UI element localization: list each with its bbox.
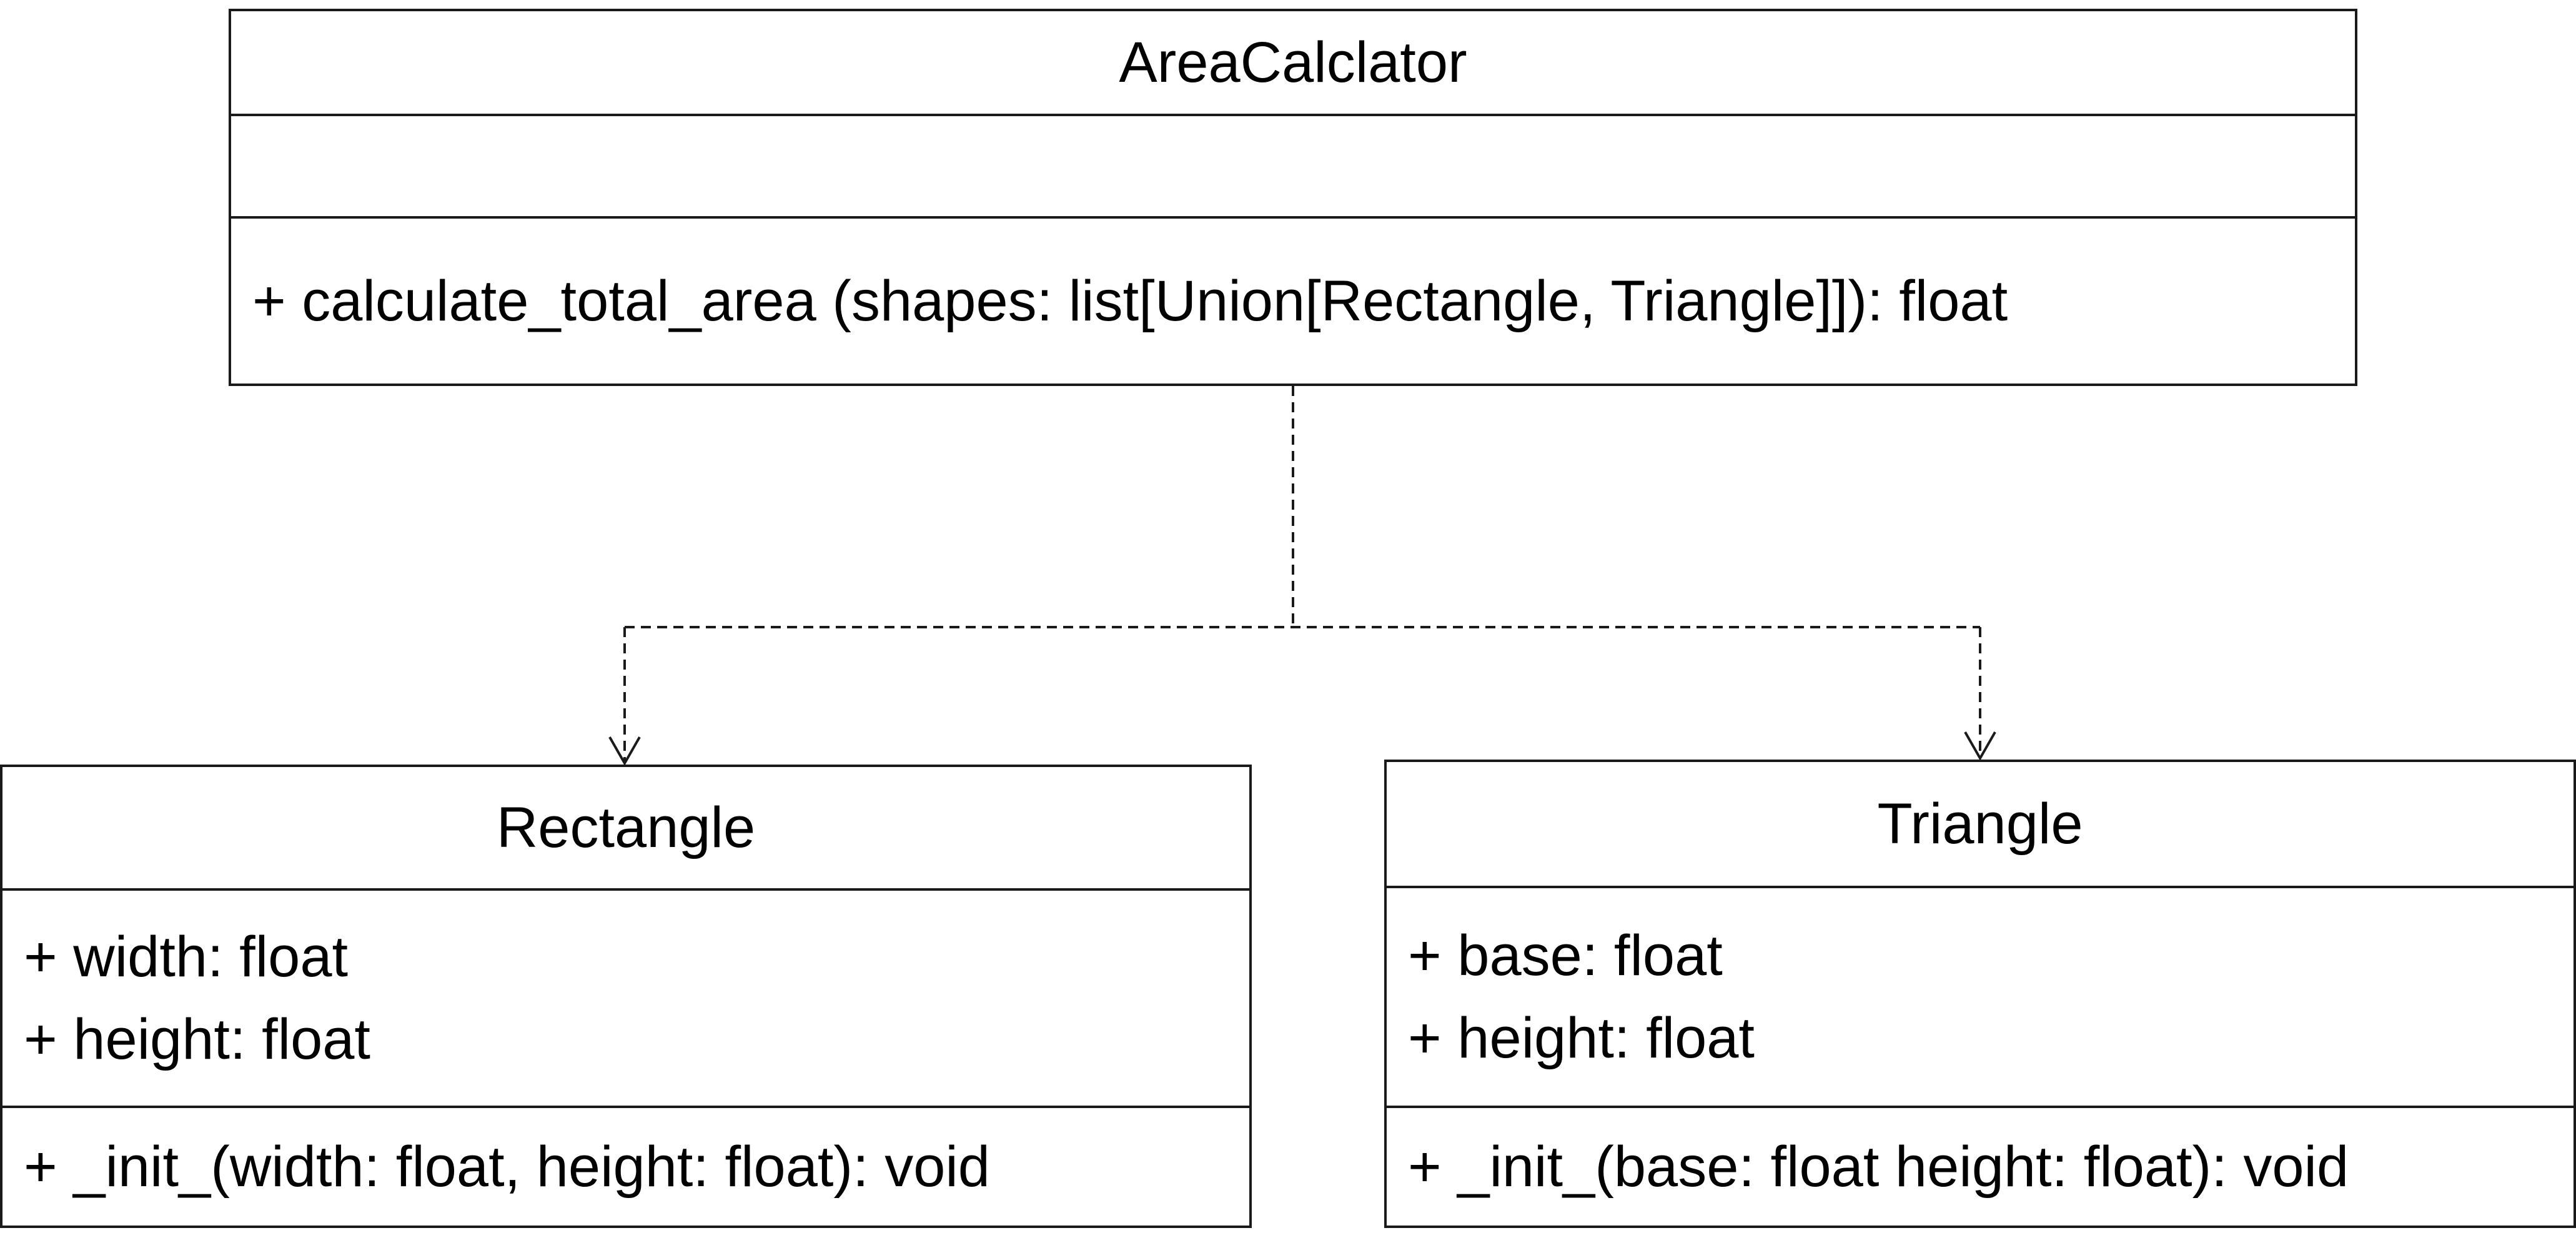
class-attributes-triangle: + base: float + height: float <box>1387 888 2574 1108</box>
arrowhead-triangle-icon <box>1964 731 1996 761</box>
class-area-calclator[interactable]: AreaCalclator + calculate_total_area (sh… <box>229 9 2357 386</box>
class-triangle[interactable]: Triangle + base: float + height: float +… <box>1384 760 2576 1228</box>
class-methods-rectangle: + _init_(width: float, height: float): v… <box>2 1108 1249 1226</box>
class-methods-triangle: + _init_(base: float height: float): voi… <box>1387 1108 2574 1226</box>
method-init-rectangle: + _init_(width: float, height: float): v… <box>24 1134 990 1199</box>
class-attributes-rectangle: + width: float + height: float <box>2 891 1249 1108</box>
class-name-area-calclator: AreaCalclator <box>231 11 2355 116</box>
class-methods-area-calclator: + calculate_total_area (shapes: list[Uni… <box>231 219 2355 384</box>
method-calculate-total-area: + calculate_total_area (shapes: list[Uni… <box>252 269 2008 333</box>
method-init-triangle: + _init_(base: float height: float): voi… <box>1408 1134 2349 1199</box>
attribute-base: + base: float <box>1408 924 1723 988</box>
class-name-triangle: Triangle <box>1387 762 2574 888</box>
class-rectangle[interactable]: Rectangle + width: float + height: float… <box>0 765 1252 1228</box>
attribute-width: + width: float <box>24 925 349 989</box>
class-attributes-area-calclator <box>231 116 2355 219</box>
attribute-height: + height: float <box>24 1008 370 1071</box>
class-name-rectangle: Rectangle <box>2 767 1249 891</box>
attribute-height: + height: float <box>1408 1006 1755 1070</box>
arrowhead-rectangle-icon <box>608 736 641 766</box>
